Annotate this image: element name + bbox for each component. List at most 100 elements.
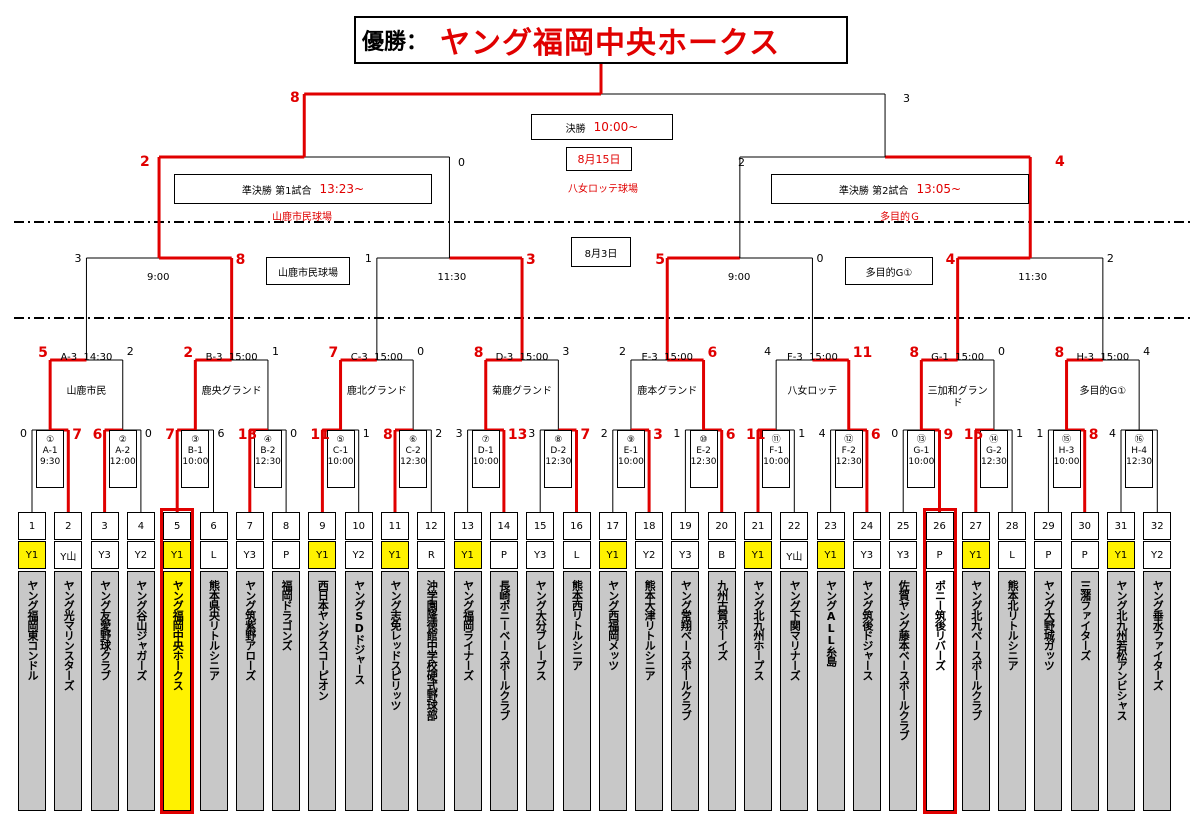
team-category: P (1070, 541, 1099, 569)
game-code: A-1 (42, 446, 58, 456)
game-score-left: 11 (746, 427, 766, 443)
team-category: P (925, 541, 954, 569)
team-number: 10 (344, 512, 373, 540)
game-number: ⑩ (699, 435, 708, 445)
round1-header: F-3 15:00 (780, 352, 845, 363)
team-number: 13 (453, 512, 482, 540)
team-name: ヤング西福岡メッツ (598, 571, 627, 811)
team-name: ヤング光マリンスターズ (54, 571, 83, 811)
team-number: 15 (526, 512, 555, 540)
round1-code: G-1 (931, 352, 949, 363)
semi2-venue: 多目的Ｇ (880, 212, 920, 223)
game-score-left: 8 (383, 427, 393, 443)
team-name: ヤング友愛野球クラブ (90, 571, 119, 811)
round1-code: B-3 (205, 352, 223, 363)
team-name: ヤング下関マリナーズ (780, 571, 809, 811)
round2-score-left: 1 (364, 252, 372, 265)
game-code: E-2 (696, 446, 711, 456)
semi1-time: 13:23~ (319, 182, 365, 196)
team-name: ヤング福岡中央ホークス (163, 571, 192, 811)
game-number: ⑪ (771, 435, 781, 445)
team-category: Y2 (635, 541, 664, 569)
team-number: 2 (54, 512, 83, 540)
game-score-left: 7 (165, 427, 175, 443)
game-code: D-1 (477, 446, 494, 456)
champion-name: ヤング福岡中央ホークス (440, 26, 781, 61)
round1-score-right: 0 (417, 345, 425, 358)
round2-time: 9:00 (147, 272, 170, 283)
team-number: 6 (199, 512, 228, 540)
round1-score-right: 3 (562, 345, 570, 358)
team-category: L (998, 541, 1027, 569)
round1-score-right: 6 (707, 345, 718, 361)
round1-score-left: 7 (328, 345, 339, 361)
team-number: 29 (1034, 512, 1063, 540)
team-number: 22 (780, 512, 809, 540)
semi2-box: 準決勝 第2試合 13:05~ (771, 174, 1029, 204)
team-name: ヤング福岡東コンドル (18, 571, 46, 811)
final-box: 決勝 10:00~ (531, 114, 673, 140)
final-score-right: 3 (903, 92, 910, 105)
round2-score-left: 4 (945, 252, 956, 268)
game-score-right: 8 (1088, 427, 1099, 443)
game-score-right: 1 (798, 427, 806, 440)
round2-score-right: 2 (1106, 252, 1114, 265)
game-code: G-2 (985, 446, 1002, 456)
game-code: G-1 (913, 446, 930, 456)
game-code: A-2 (115, 446, 131, 456)
game-time: 10:00 (763, 457, 790, 467)
team-number: 5 (163, 512, 192, 540)
round1-score-left: 8 (473, 345, 484, 361)
game-time: 10:00 (327, 457, 354, 467)
round2-score-right: 0 (816, 252, 824, 265)
game-score-left: 3 (528, 427, 536, 440)
team-name: 九州古賀ボーイズ (707, 571, 736, 811)
team-category: Y1 (1107, 541, 1135, 569)
round1-time: 15:00 (228, 352, 258, 363)
round1-header: A-3 14:30 (54, 352, 119, 363)
game-time: 12:30 (400, 457, 427, 467)
semi1-label: 準決勝 第1試合 (241, 185, 312, 197)
game-code: B-2 (260, 446, 276, 456)
team-name: 熊本大津リトルシニア (635, 571, 664, 811)
round1-score-left: 8 (909, 345, 920, 361)
team-number: 11 (381, 512, 409, 540)
round1-header: G-1 15:00 (925, 352, 990, 363)
team-number: 8 (272, 512, 301, 540)
round1-time: 14:30 (83, 352, 113, 363)
round2-score-right: 3 (526, 252, 536, 268)
round1-time: 15:00 (519, 352, 549, 363)
round2-score-left: 3 (74, 252, 82, 265)
team-category: Y1 (961, 541, 990, 569)
game-score-right: 13 (507, 427, 528, 443)
game-time: 12:30 (835, 457, 862, 467)
game-code: C-1 (332, 446, 349, 456)
team-category: Y2 (1143, 541, 1172, 569)
semi2-score-right: 4 (1055, 154, 1065, 170)
team-number: 18 (635, 512, 664, 540)
game-score-right: 0 (144, 427, 152, 440)
game-number: ⑮ (1062, 435, 1072, 445)
team-name: ヤング常翔ベースボールクラブ (671, 571, 700, 811)
game-number: ⑭ (989, 435, 999, 445)
round2-time: 9:00 (727, 272, 751, 283)
team-category: Y1 (744, 541, 772, 569)
team-name: ヤング大野城ガッツ (1034, 571, 1063, 811)
team-category: Y山 (54, 541, 83, 569)
team-name: ヤング筑紫野アローズ (235, 571, 264, 811)
round1-score-right: 0 (997, 345, 1005, 358)
round1-time: 15:00 (664, 352, 693, 363)
semi2-label: 準決勝 第2試合 (838, 185, 909, 197)
round1-time: 15:00 (374, 352, 403, 363)
round1-code: A-3 (60, 352, 78, 363)
game-number: ⑫ (844, 435, 854, 445)
team-category: B (707, 541, 736, 569)
team-category: Y3 (90, 541, 119, 569)
game-score-right: 1 (1016, 427, 1024, 440)
